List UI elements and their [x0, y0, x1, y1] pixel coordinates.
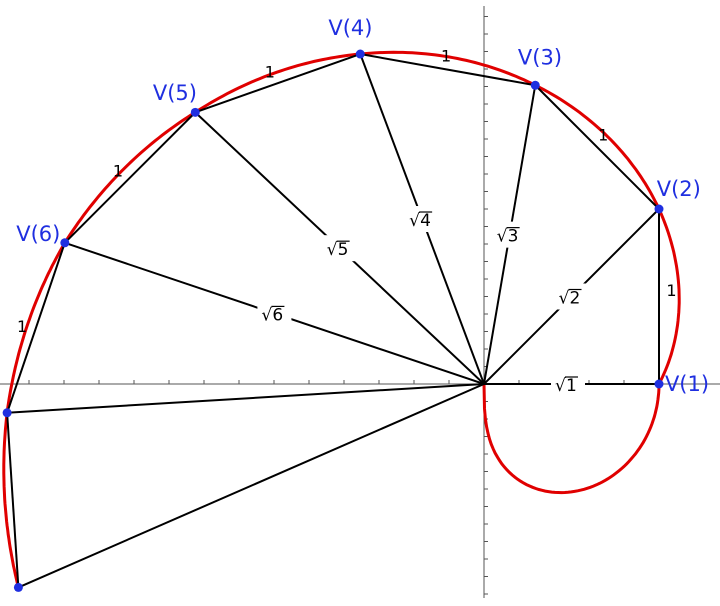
radicand: 2 — [570, 289, 581, 309]
vertex-label: V(3) — [518, 46, 562, 70]
radicand: 5 — [338, 240, 349, 260]
sqrt-symbol: √ — [261, 305, 272, 325]
radius-label-backing — [322, 235, 357, 262]
vertex-point — [2, 408, 12, 418]
y-axis-ticks — [484, 16, 488, 595]
radius-label: √5 — [322, 235, 357, 262]
radius-segment — [17, 383, 485, 589]
edge-segment — [534, 84, 660, 210]
edge-labels: 1 1 1 1 1 1 — [17, 47, 677, 336]
edge-label: 1 — [666, 281, 676, 300]
radicand: 6 — [272, 305, 283, 325]
sqrt-symbol: √ — [327, 240, 338, 260]
vertex-point — [530, 80, 540, 90]
edge-segment — [6, 412, 20, 588]
vertex-label: V(5) — [153, 81, 197, 105]
edge-segment — [64, 111, 196, 244]
radius-label: √3 — [492, 221, 527, 248]
sqrt-symbol: √ — [497, 227, 508, 247]
edge-label: 1 — [598, 125, 608, 144]
edge-segment — [6, 242, 66, 414]
edge-label: 1 — [441, 47, 451, 66]
edge-label: 1 — [265, 63, 275, 82]
radius-label-backing — [492, 221, 527, 248]
vertex-point — [60, 238, 70, 248]
vertex-label: V(6) — [16, 222, 60, 246]
edge-label: 1 — [113, 162, 123, 181]
radius-labels: √1√2√3√4√5√6 — [257, 206, 589, 397]
vertex-point — [13, 582, 23, 592]
vertex-point — [190, 107, 200, 117]
radius-label: √1 — [551, 371, 585, 397]
radius-label-backing — [554, 283, 589, 310]
radius-label-backing — [551, 371, 585, 397]
vertex-point — [355, 49, 365, 59]
radius-label: √4 — [405, 206, 440, 233]
edge-segments — [6, 53, 660, 588]
sqrt-symbol: √ — [559, 289, 570, 309]
axes — [0, 6, 720, 598]
radius-label-backing — [257, 300, 292, 327]
edge-segment — [194, 53, 361, 114]
vertex-label: V(4) — [328, 16, 372, 40]
vertex-label: V(2) — [657, 177, 701, 201]
vertex-points — [2, 49, 664, 592]
radius-label-backing — [405, 206, 440, 233]
sqrt-symbol: √ — [409, 211, 420, 231]
vertex-point — [654, 204, 664, 214]
radius-label: √2 — [554, 283, 589, 310]
radius-label: √6 — [257, 300, 292, 327]
radicand: 4 — [420, 211, 431, 231]
sqrt-symbol: √ — [555, 376, 566, 396]
radius-segments — [7, 53, 660, 589]
radius-segment — [7, 383, 485, 414]
vertex-point — [654, 379, 664, 389]
radicand: 3 — [508, 227, 519, 247]
radicand: 1 — [566, 376, 577, 396]
vertex-labels: V(1) V(2) V(3) V(4) V(5) V(6) — [16, 16, 709, 396]
edge-segment — [360, 53, 536, 87]
edge-label: 1 — [17, 317, 27, 336]
spiral-curve — [2, 50, 681, 588]
vertex-label: V(1) — [665, 372, 709, 396]
